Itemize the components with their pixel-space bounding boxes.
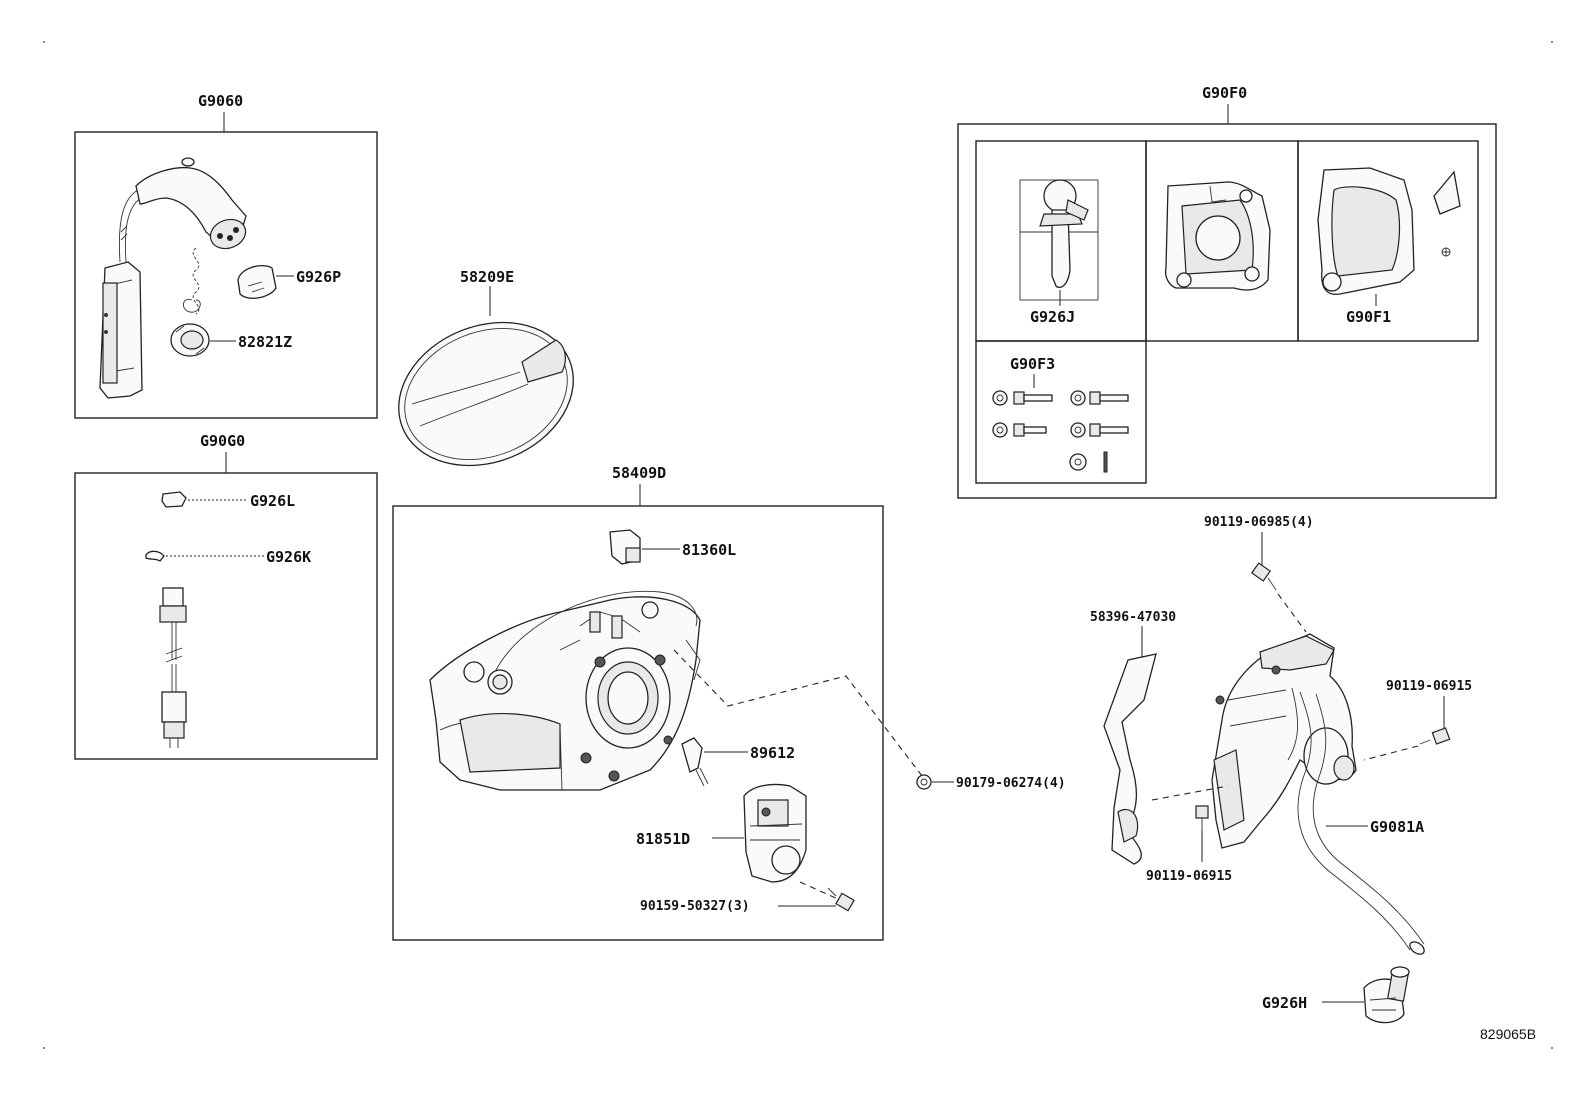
part-label-g9081a: G9081A xyxy=(1370,818,1424,836)
fuel-door-housing-part xyxy=(429,590,701,791)
clip-part-g926l xyxy=(161,491,187,508)
part-label-89612: 89612 xyxy=(750,744,795,762)
group-box-58409d xyxy=(392,505,884,941)
charging-connector-part xyxy=(99,157,247,399)
gasket-part-g90f1 xyxy=(1317,167,1461,296)
group-g90f0: G90F0 G926J xyxy=(957,84,1497,499)
group-label-g90f0: G90F0 xyxy=(1202,84,1247,102)
group-58409d: 58409D 81360L xyxy=(392,464,884,941)
bolt-set-part-g90f3 xyxy=(992,390,1129,473)
latch-part-g926j xyxy=(1019,179,1099,301)
nut-part-90179 xyxy=(916,774,932,790)
group-label-g9060: G9060 xyxy=(198,92,243,110)
part-label-90159-50327: 90159-50327(3) xyxy=(640,899,750,914)
pin-part-g926k xyxy=(145,550,165,562)
part-label-81851d: 81851D xyxy=(636,830,690,848)
part-label-90119-06985: 90119-06985(4) xyxy=(1204,515,1314,530)
part-label-g926l: G926L xyxy=(250,492,295,510)
fuel-filler-assembly-part xyxy=(1211,633,1357,849)
group-g9060: G9060 G xyxy=(74,92,378,419)
bracket-part-g90f0 xyxy=(1164,181,1271,291)
group-label-58409d: 58409D xyxy=(612,464,666,482)
group-box-g90g0 xyxy=(74,472,378,760)
dashed-leader-90179 xyxy=(673,649,923,777)
group-label-g90g0: G90G0 xyxy=(200,432,245,450)
part-label-81360l: 81360L xyxy=(682,541,736,559)
sensor-part-89612 xyxy=(681,737,709,787)
hose-part-g9081a xyxy=(1297,691,1425,955)
part-label-g90f3: G90F3 xyxy=(1010,355,1055,373)
actuator-part-81851d xyxy=(743,783,807,883)
part-label-g926k: G926K xyxy=(266,548,311,566)
part-label-90119-06915-right: 90119-06915 xyxy=(1386,679,1472,694)
sensor-cable-part xyxy=(159,587,187,748)
cap-part-g926p xyxy=(237,265,277,299)
connector-part-81360l xyxy=(609,529,641,565)
part-label-58209e: 58209E xyxy=(460,268,514,286)
part-label-g90f1: G90F1 xyxy=(1346,308,1391,326)
part-label-90119-06915-bottom: 90119-06915 xyxy=(1146,869,1232,884)
bracket-part-58396-47030 xyxy=(1103,653,1157,865)
bolt-part-90119-06915-right xyxy=(1419,727,1451,745)
bolt-part-90119-06985 xyxy=(1250,562,1277,591)
group-g90g0: G90G0 G926L G926K xyxy=(74,432,378,760)
part-label-58396-47030: 58396-47030 xyxy=(1090,610,1176,625)
spring-chain-part xyxy=(183,247,201,315)
group-box-g90f0 xyxy=(957,123,1497,499)
part-label-g926j: G926J xyxy=(1030,308,1075,326)
fuel-lid-part-58209e xyxy=(398,286,574,467)
part-label-82821z: 82821Z xyxy=(238,333,292,351)
bolt-part-90119-06915-bottom xyxy=(1195,805,1209,830)
screw-part-90159 xyxy=(827,887,855,912)
part-label-90179-06274: 90179-06274(4) xyxy=(956,776,1066,791)
part-label-g926h: G926H xyxy=(1262,994,1307,1012)
elbow-part-g926h xyxy=(1363,966,1410,1024)
corner-marks xyxy=(43,41,1553,1049)
ring-part-82821z xyxy=(170,323,210,357)
group-box-g9060 xyxy=(74,131,378,419)
diagram-reference-number: 829065B xyxy=(1480,1026,1536,1042)
part-label-g926p: G926P xyxy=(296,268,341,286)
